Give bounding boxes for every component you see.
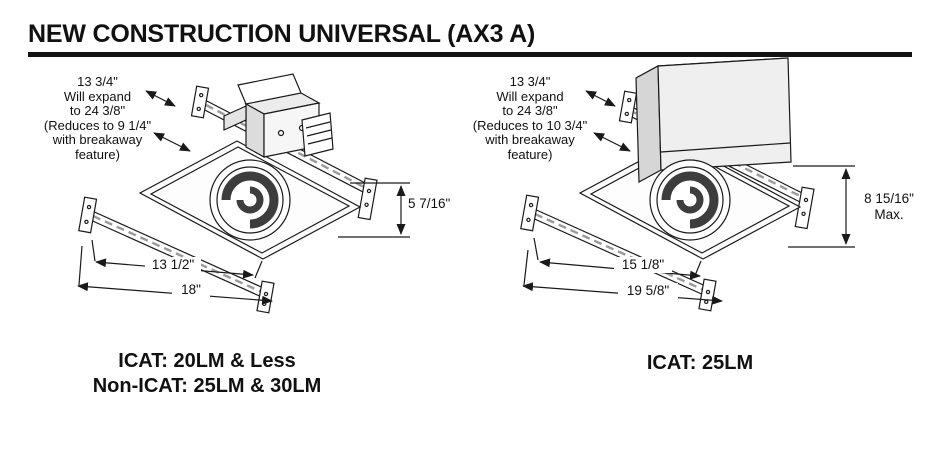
left-front-bar-left-bracket	[78, 196, 98, 234]
right-aperture-ring-inner	[656, 166, 724, 234]
right-expansion-annotation: 13 3/4" Will expand to 24 3/8" (Reduces …	[472, 74, 588, 162]
right-height-dimension: 8 15/16" Max.	[850, 191, 928, 223]
right-inner-width-dimension: 15 1/8"	[614, 257, 672, 273]
left-rear-bar-right-bracket	[357, 177, 378, 221]
left-expansion-arrow-upper	[145, 90, 176, 107]
left-expansion-annotation: 13 3/4" Will expand to 24 3/8" (Reduces …	[43, 74, 152, 162]
left-caption: ICAT: 20LM & Less Non-ICAT: 25LM & 30LM	[92, 350, 322, 397]
right-pan-inner-frame	[589, 146, 791, 254]
right-aperture	[649, 159, 731, 241]
right-reflector-spiral	[661, 171, 719, 229]
left-driver-box-body	[301, 112, 334, 157]
right-enclosure-front-face	[657, 57, 792, 171]
left-driver-box	[301, 112, 334, 157]
right-outer-ext-left	[523, 249, 529, 286]
right-outer-width-dimension: 19 5/8"	[618, 283, 678, 299]
right-enclosure-side-face	[635, 65, 662, 183]
left-reflector-spiral-inner	[236, 186, 264, 214]
left-expansion-arrow-lower	[153, 132, 191, 152]
left-height-dimension: 5 7/16"	[406, 196, 453, 212]
right-rear-bar-left-bracket	[618, 90, 638, 124]
right-expansion-arrow-upper	[585, 90, 616, 107]
left-front-bar-slots	[92, 214, 265, 295]
left-junction-box-lid	[237, 73, 302, 105]
right-reflector-spiral-inner	[676, 186, 704, 214]
left-aperture-ring-inner	[216, 166, 284, 234]
left-junction-box-knockout	[277, 129, 285, 137]
left-outer-width-dimension: 18"	[172, 282, 210, 298]
left-dimensions	[77, 90, 410, 305]
left-inner-ext-right	[254, 260, 263, 279]
left-aperture	[209, 159, 291, 241]
left-rear-bar-left-bracket	[190, 85, 210, 119]
title-underline	[28, 52, 912, 57]
left-junction-box-left-face	[245, 102, 265, 159]
left-inner-width-dimension: 13 1/2"	[145, 257, 201, 273]
left-reflector-spiral	[221, 171, 279, 229]
right-enclosure-seam	[660, 142, 791, 153]
left-inner-ext-left	[91, 239, 96, 262]
left-junction-box	[223, 73, 321, 159]
right-caption: ICAT: 25LM	[646, 352, 754, 374]
right-icat-enclosure	[635, 57, 792, 183]
right-inner-ext-left	[533, 237, 539, 261]
page-title: NEW CONSTRUCTION UNIVERSAL (AX3 A)	[28, 20, 536, 48]
right-front-bar-left-bracket	[520, 194, 540, 232]
right-expansion-arrow-lower	[593, 132, 631, 152]
left-junction-box-flap	[223, 105, 247, 131]
left-outer-ext-left	[78, 245, 83, 286]
left-pan-inner-frame	[149, 146, 351, 254]
